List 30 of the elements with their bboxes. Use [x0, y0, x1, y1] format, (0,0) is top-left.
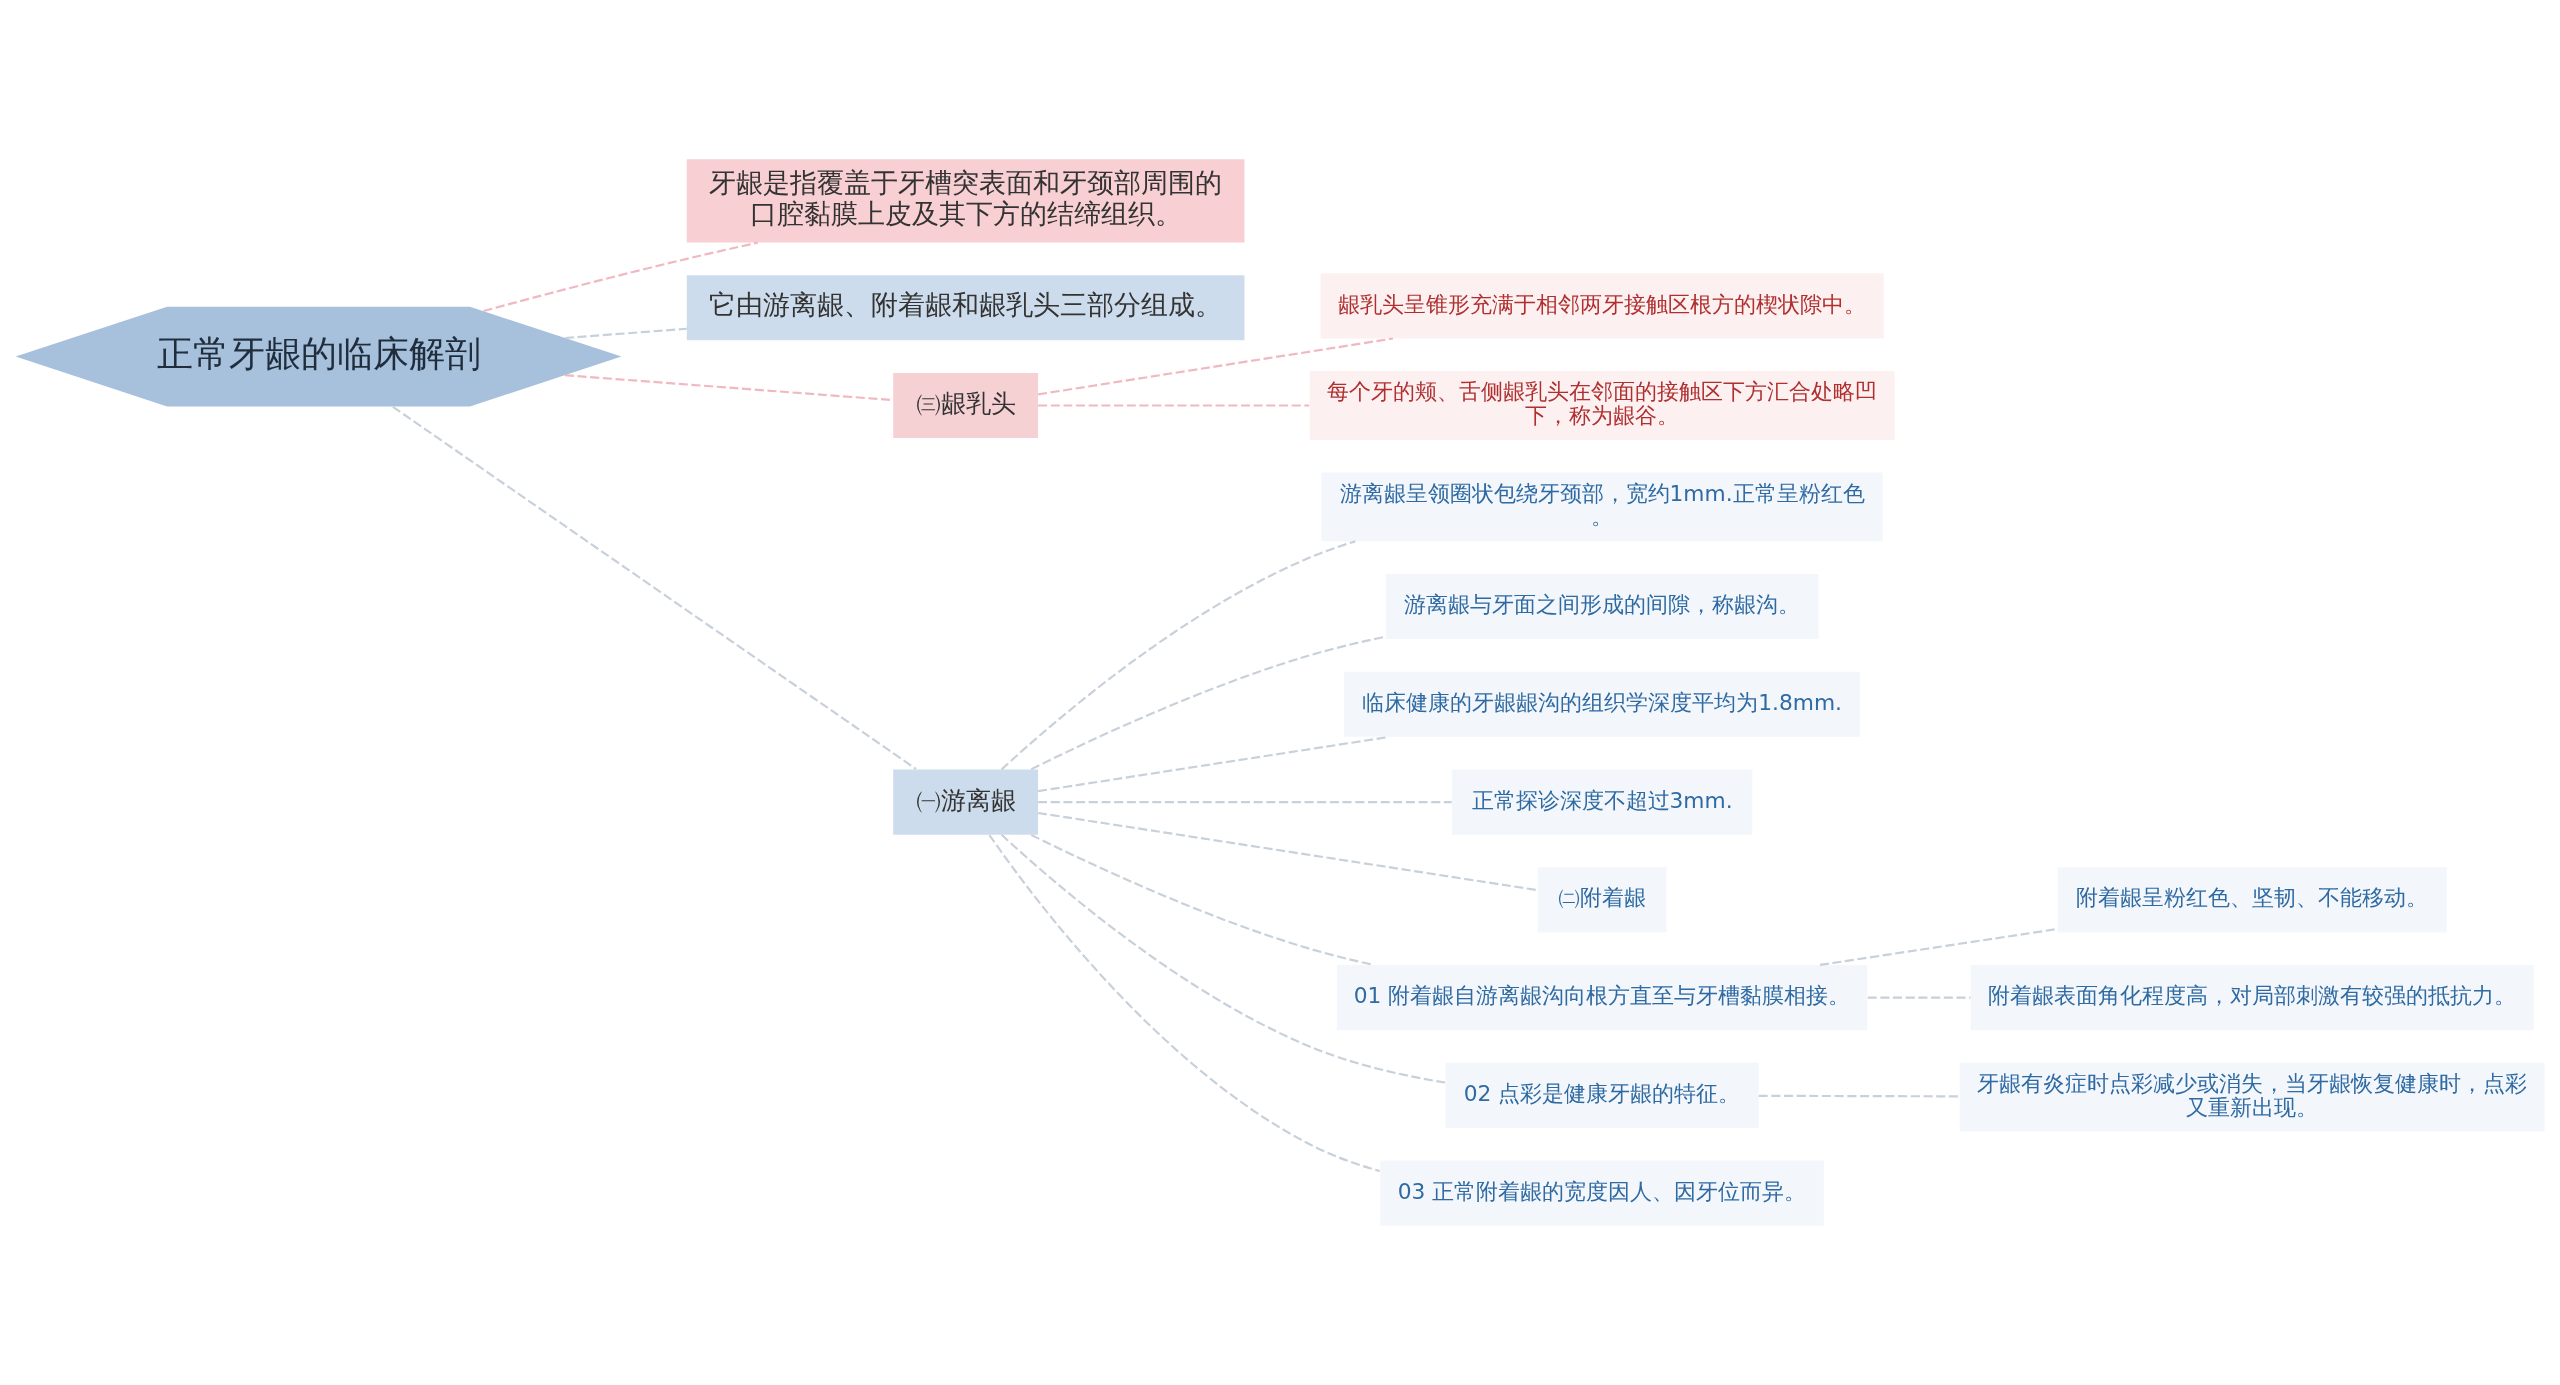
node-box: 附着龈表面角化程度高，对局部刺激有较强的抵抗力。	[1970, 965, 2534, 1031]
connector	[988, 834, 1380, 1173]
node-box: 临床健康的牙龈龈沟的组织学深度平均为1.8mm.	[1344, 671, 1861, 737]
connector	[1000, 833, 1446, 1084]
node-box: ㈠游离龈	[893, 769, 1039, 835]
connector	[1000, 540, 1356, 771]
connector	[392, 405, 917, 770]
node-box: ㈡附着龈	[1537, 867, 1667, 933]
connector	[1038, 337, 1394, 396]
connector	[1819, 927, 2058, 966]
node-box: 牙龈是指覆盖于牙槽突表面和牙颈部周围的口腔黏膜上皮及其下方的结缔组织。	[686, 159, 1245, 243]
connector	[1867, 996, 1971, 999]
node-box: 龈乳头呈锥形充满于相邻两牙接触区根方的楔状隙中。	[1320, 273, 1884, 339]
node-box: 02 点彩是健康牙龈的特征。	[1445, 1062, 1759, 1128]
connector	[1038, 811, 1538, 892]
node-box: 它由游离龈、附着龈和龈乳头三部分组成。	[686, 275, 1245, 341]
connector	[564, 374, 893, 402]
node-box: 每个牙的颊、舌侧龈乳头在邻面的接触区下方汇合处略凹下，称为龈谷。	[1309, 371, 1895, 440]
connector	[1758, 1094, 1960, 1098]
connector	[564, 327, 687, 340]
connector	[1038, 404, 1310, 407]
node-box: ㈢龈乳头	[893, 372, 1039, 439]
node-box: 正常探诊深度不超过3mm.	[1451, 769, 1753, 835]
connector	[483, 241, 759, 313]
connector	[1038, 800, 1452, 804]
connector	[1030, 635, 1386, 771]
node-box: 01 附着龈自游离龈沟向根方直至与牙槽黏膜相接。	[1336, 965, 1868, 1031]
node-box: 游离龈呈领圈状包绕牙颈部，宽约1mm.正常呈粉红色。	[1321, 472, 1883, 542]
node-box: 03 正常附着龈的宽度因人、因牙位而异。	[1380, 1160, 1824, 1226]
node-box: 牙龈有炎症时点彩减少或消失，当牙龈恢复健康时，点彩又重新出现。	[1959, 1062, 2545, 1132]
